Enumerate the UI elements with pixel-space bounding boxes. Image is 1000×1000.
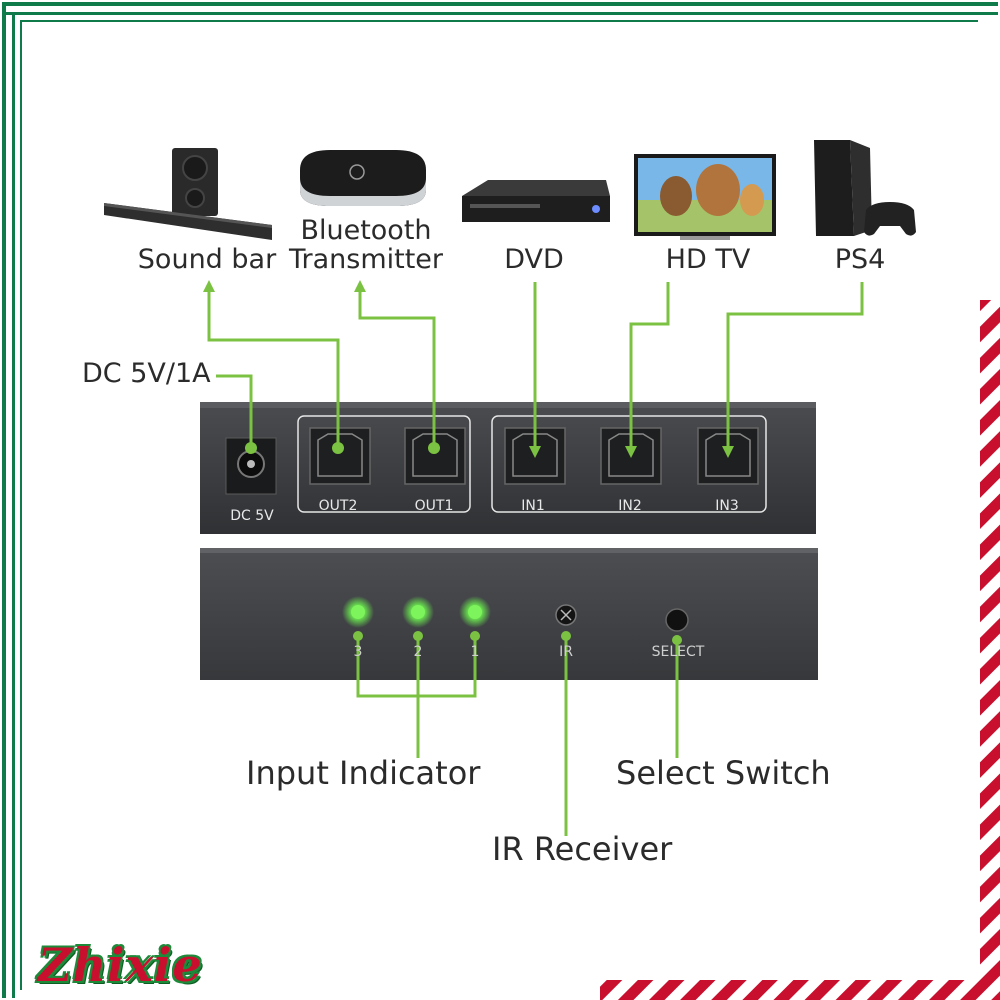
port-label-in1: IN1 [521,498,545,514]
optical-port-out2[interactable] [309,427,371,485]
dc-jack-label: DC 5V [230,508,274,524]
bluetooth-label-line1: Bluetooth [300,215,432,246]
ps4-label: PS4 [834,244,886,275]
dvd-player-icon [462,180,610,222]
dc-callout-label: DC 5V/1A [82,358,211,389]
callout-lines [207,282,864,836]
port-label-out1: OUT1 [414,498,454,514]
callout-arrows [203,280,734,458]
dvd-label: DVD [504,244,564,275]
led-label-2: 2 [413,644,423,660]
port-label-in2: IN2 [618,498,642,514]
port-label-out2: OUT2 [318,498,358,514]
select-label: SELECT [651,644,705,660]
front-panel-body [200,548,818,680]
device-icons [104,140,916,240]
port-label-in3: IN3 [715,498,739,514]
callout-dots [245,442,682,645]
led-label-3: 3 [353,644,363,660]
ir-label: IR [559,644,573,660]
led-label-1: 1 [470,644,480,660]
ps4-icon [814,140,916,236]
ir-receiver-label: IR Receiver [492,830,673,868]
brand-logo: Zhixie [38,938,203,992]
ir-sensor [555,604,577,626]
select-switch-label: Select Switch [616,754,831,792]
bluetooth-label-line2: Transmitter [288,244,444,275]
hdtv-label: HD TV [665,244,751,275]
hdtv-icon [634,154,776,240]
soundbar-label: Sound bar [137,244,277,275]
soundbar-icon [104,148,272,240]
bluetooth-transmitter-icon [300,150,426,206]
select-button[interactable] [665,608,689,632]
input-indicator-label: Input Indicator [246,754,481,792]
